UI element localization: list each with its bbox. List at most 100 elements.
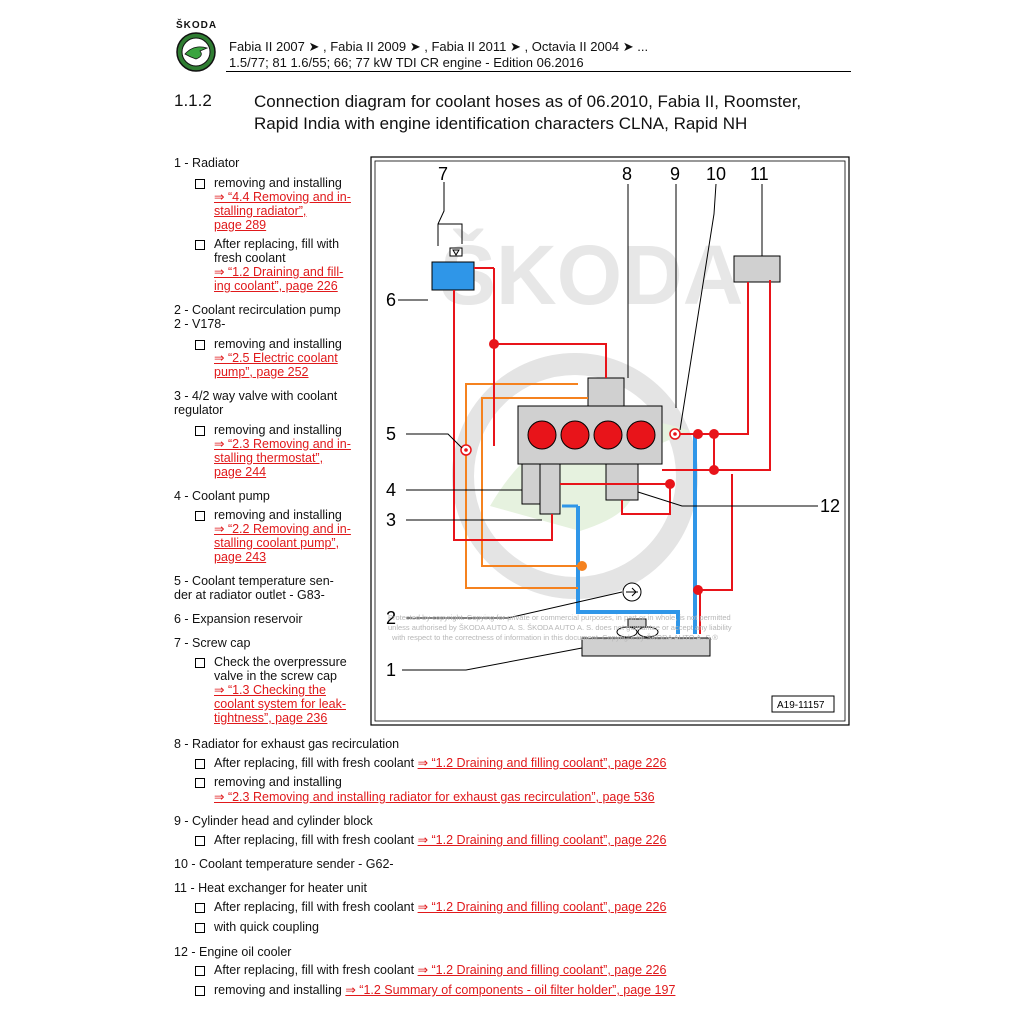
legend-item-9: 9 - Cylinder head and cylinder block xyxy=(174,814,373,828)
link[interactable]: ⇒ “1.2 Draining and filling coolant”, pa… xyxy=(417,756,667,770)
leader-line xyxy=(406,433,463,449)
recirculation-pump xyxy=(626,587,638,597)
legend-text: After replacing, fill with xyxy=(214,237,340,251)
link[interactable]: tightness”, page 236 xyxy=(214,711,328,725)
legend-text: After replacing, fill with fresh coolant… xyxy=(214,756,667,770)
label-4: 4 xyxy=(386,480,396,500)
legend-item-4: 4 - Coolant pump xyxy=(174,489,270,503)
legend-item-10: 10 - Coolant temperature sender - G62- xyxy=(174,857,394,871)
link[interactable]: ⇒ “2.5 Electric coolant xyxy=(214,351,338,365)
leader-line xyxy=(406,591,623,619)
temperature-sender-g62 xyxy=(673,432,677,436)
coolant-diagram: ŠKODA xyxy=(370,156,850,726)
link[interactable]: ⇒ “1.2 Draining and filling coolant”, pa… xyxy=(417,833,667,847)
hose-orange xyxy=(481,397,588,567)
label-8: 8 xyxy=(622,164,632,184)
label-1: 1 xyxy=(386,660,396,680)
hose-orange xyxy=(465,383,578,589)
link[interactable]: ⇒ “1.2 Draining and fill- xyxy=(214,265,344,279)
junction-dot xyxy=(693,429,703,439)
hose-red xyxy=(662,280,771,471)
label-9: 9 xyxy=(670,164,680,184)
link[interactable]: ing coolant”, page 226 xyxy=(214,279,338,293)
legend-item-5b: der at radiator outlet - G83- xyxy=(174,588,325,602)
label-2: 2 xyxy=(386,608,396,628)
coolant-pump xyxy=(521,463,541,505)
checkbox-icon xyxy=(195,426,205,436)
link[interactable]: coolant system for leak- xyxy=(214,697,346,711)
link[interactable]: ⇒ “1.2 Draining and filling coolant”, pa… xyxy=(417,963,667,977)
checkbox-icon xyxy=(195,179,205,189)
checkbox-icon xyxy=(195,836,205,846)
legend-text: removing and installing xyxy=(214,508,342,522)
link[interactable]: ⇒ “2.3 Removing and installing radiator … xyxy=(214,790,655,804)
label-5: 5 xyxy=(386,424,396,444)
link[interactable]: page 243 xyxy=(214,550,267,564)
cylinder xyxy=(527,420,557,450)
link[interactable]: ⇒ “2.3 Removing and in- xyxy=(214,437,351,451)
link[interactable]: ⇒ “1.2 Summary of components - oil filte… xyxy=(345,983,676,997)
link[interactable]: page 289 xyxy=(214,218,267,232)
label-3: 3 xyxy=(386,510,396,530)
legend-text: fresh coolant xyxy=(214,251,286,265)
legend-item-7: 7 - Screw cap xyxy=(174,636,251,650)
checkbox-icon xyxy=(195,658,205,668)
leader-7 xyxy=(437,182,463,246)
checkbox-icon xyxy=(195,511,205,521)
radiator xyxy=(581,637,711,657)
leader-line xyxy=(402,647,583,671)
checkbox-icon xyxy=(195,966,205,976)
skoda-logo-icon xyxy=(176,32,216,72)
radiator-fan xyxy=(616,626,638,638)
link[interactable]: pump”, page 252 xyxy=(214,365,309,379)
checkbox-icon xyxy=(195,778,205,788)
link[interactable]: stalling thermostat”, xyxy=(214,451,324,465)
link[interactable]: ⇒ “2.2 Removing and in- xyxy=(214,522,351,536)
label-12: 12 xyxy=(820,496,840,516)
legend-text: with quick coupling xyxy=(214,920,319,934)
checkbox-icon xyxy=(195,240,205,250)
heat-exchanger xyxy=(733,255,781,283)
screw-cap-icon xyxy=(449,247,463,257)
copyright-line: unless authorised by ŠKODA AUTO A. S. ŠK… xyxy=(388,623,732,632)
legend-text: After replacing, fill with fresh coolant… xyxy=(214,833,667,847)
four-two-way-valve xyxy=(539,463,561,515)
legend-item-6: 6 - Expansion reservoir xyxy=(174,612,303,626)
link[interactable]: page 244 xyxy=(214,465,267,479)
engine-oil-cooler xyxy=(605,463,639,501)
radiator-fan xyxy=(637,626,659,638)
legend-item-3b: regulator xyxy=(174,403,224,417)
link[interactable]: stalling radiator”, xyxy=(214,204,307,218)
junction-dot xyxy=(665,479,675,489)
link[interactable]: stalling coolant pump”, xyxy=(214,536,340,550)
legend-text: Check the overpressure xyxy=(214,655,347,669)
checkbox-icon xyxy=(195,903,205,913)
hose-red xyxy=(560,483,671,515)
legend-text: removing and installing xyxy=(214,423,342,437)
label-7: 7 xyxy=(438,164,448,184)
link[interactable]: ⇒ “1.3 Checking the xyxy=(214,683,326,697)
figure-id-box xyxy=(771,695,835,713)
copyright-line: with respect to the correctness of infor… xyxy=(391,633,718,642)
section-number: 1.1.2 xyxy=(174,91,212,110)
legend-item-2: 2 - Coolant recirculation pump xyxy=(174,303,341,317)
hose-red xyxy=(453,290,553,541)
link[interactable]: ⇒ “4.4 Removing and in- xyxy=(214,190,351,204)
legend-item-11: 11 - Heat exchanger for heater unit xyxy=(174,881,367,895)
legend-text: removing and installing xyxy=(214,775,342,789)
figure-id: A19-11157 xyxy=(777,700,825,711)
link[interactable]: ⇒ “1.2 Draining and filling coolant”, pa… xyxy=(417,900,667,914)
copyright-line: Protected by copyright. Copying for priv… xyxy=(388,613,731,622)
egr-radiator xyxy=(587,377,625,407)
temperature-sender-g83 xyxy=(464,448,468,452)
header-models: Fabia II 2007 ➤ , Fabia II 2009 ➤ , Fabi… xyxy=(229,39,649,54)
checkbox-icon xyxy=(195,759,205,769)
legend-text: removing and installing xyxy=(214,176,342,190)
radiator-fan xyxy=(627,618,647,628)
legend-item-3: 3 - 4/2 way valve with coolant xyxy=(174,389,338,403)
junction-dot xyxy=(693,585,703,595)
legend-item-1: 1 - Radiator xyxy=(174,156,240,170)
checkbox-icon xyxy=(195,923,205,933)
legend-text: After replacing, fill with fresh coolant… xyxy=(214,900,667,914)
header-engine: 1.5/77; 81 1.6/55; 66; 77 kW TDI CR engi… xyxy=(229,55,584,70)
